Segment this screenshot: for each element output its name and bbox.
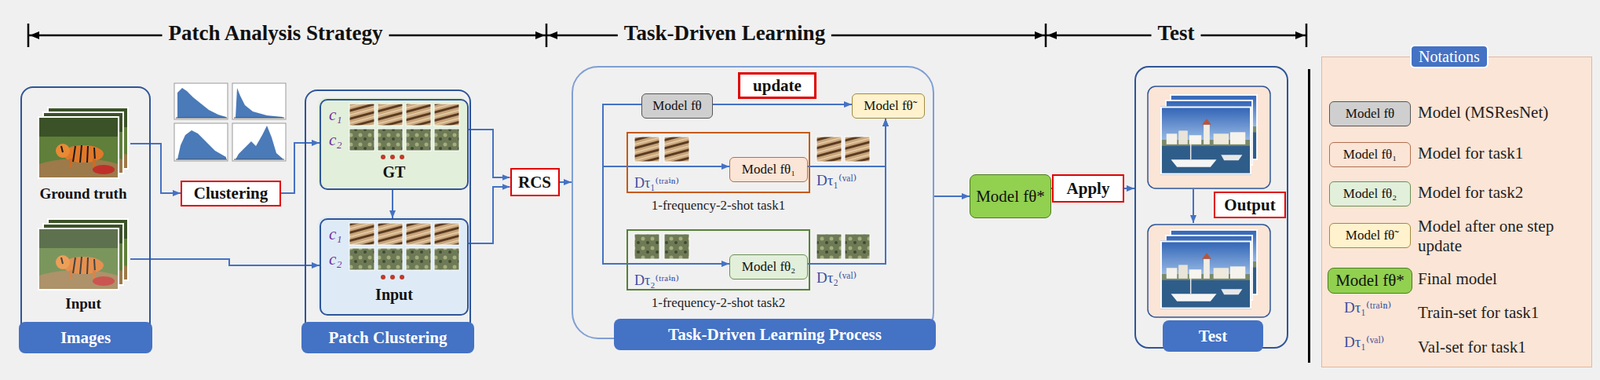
group-box: Patch Clusteringc₁c₂GTc₁c₂Input	[304, 89, 472, 349]
cluster-label: c₁	[328, 224, 343, 245]
notation-text: Model for task1	[1417, 143, 1524, 164]
node-label: Model fθ*	[1335, 270, 1405, 291]
cluster-label: c₂	[328, 130, 343, 150]
cluster-box: c₁ c₂ GT	[319, 98, 469, 190]
model-box: Model fθ*	[1327, 267, 1413, 294]
notation-text: Final model	[1417, 269, 1498, 289]
step-box: Output	[1213, 191, 1286, 219]
model-box: Model fθ̃	[851, 93, 925, 119]
set-label: Dτ₂⁽ᵗʳᵃⁱⁿ⁾	[634, 271, 680, 289]
image-stack: Input	[36, 213, 131, 316]
box-title: GT	[321, 163, 468, 182]
step-box: Clustering	[180, 180, 282, 207]
node-label: Model fθ	[1345, 105, 1395, 122]
section-header: Task-Driven Learning	[617, 21, 832, 46]
connector	[468, 129, 511, 178]
set-label: Dτ₂⁽ᵛᵃˡ⁾	[816, 268, 857, 287]
connector	[1124, 187, 1135, 190]
set-label: Dτ₁⁽ᵗʳᵃⁱⁿ⁾	[634, 174, 680, 192]
task-box: Dτ₂⁽ᵗʳᵃⁱⁿ⁾1-frequency-2-shot task2Model …	[626, 229, 811, 291]
model-box: Model fθ̃	[1329, 222, 1411, 249]
cluster-label: c₁	[328, 105, 343, 125]
connector	[391, 189, 394, 219]
model-box: Model fθ₂	[729, 254, 808, 280]
model-box: Model fθ₂	[1329, 181, 1411, 207]
connector	[807, 118, 886, 264]
node-label: Model fθ	[652, 98, 702, 114]
notation-text: Model (MSResNet)	[1417, 102, 1549, 123]
notation-text: Model after one step update	[1417, 216, 1587, 256]
notation-symbol: Dτ₁⁽ᵗʳᵃⁱⁿ⁾	[1344, 298, 1392, 317]
node-label: Model fθ₁	[741, 161, 796, 178]
connector	[130, 143, 181, 194]
connector	[602, 104, 730, 264]
task-label: 1-frequency-2-shot task2	[612, 295, 825, 311]
task-box: Dτ₁⁽ᵗʳᵃⁱⁿ⁾1-frequency-2-shot task1Model …	[626, 131, 811, 194]
band-label: Test	[1162, 320, 1264, 352]
model-box: Model fθ₁	[1329, 142, 1411, 168]
model-box: Model fθ₁	[729, 157, 808, 183]
node-label: Apply	[1066, 178, 1111, 199]
band-label: Task-Driven Learning Process	[613, 318, 936, 351]
cluster-box: c₁ c₂ Input	[319, 218, 469, 316]
node-label: Model fθ₁	[1343, 146, 1397, 163]
group-box: ImagesGround truthInput	[20, 86, 151, 349]
step-box: update	[737, 72, 817, 99]
node-label: Output	[1223, 195, 1275, 216]
set-label: Dτ₁⁽ᵛᵃˡ⁾	[816, 171, 857, 190]
connector	[934, 195, 970, 198]
node-label: Model fθ₂	[1343, 186, 1397, 202]
image-label: Input	[25, 295, 142, 313]
node-label: Model fθ̃	[863, 98, 913, 114]
step-box: RCS	[510, 168, 560, 197]
notation-text: Model for task2	[1417, 182, 1524, 203]
node-label: RCS	[518, 172, 552, 193]
connector	[712, 103, 852, 106]
connector	[468, 186, 511, 244]
connector	[807, 118, 886, 167]
section-header: Test	[1150, 21, 1201, 46]
model-box: Model fθ	[1329, 101, 1411, 127]
group-box: Task-Driven Learning ProcessupdateModel …	[571, 65, 935, 340]
model-box: Model fθ	[641, 93, 713, 119]
node-label: Model fθ₂	[741, 259, 796, 275]
node-label: Model fθ*	[975, 186, 1045, 207]
connector	[281, 142, 320, 194]
group-box: Test Output	[1134, 65, 1289, 349]
box-title: Input	[321, 285, 468, 304]
model-box: Model fθ*	[969, 174, 1052, 219]
connector	[130, 259, 320, 266]
notation-text: Val-set for task1	[1417, 337, 1527, 358]
band-label: Images	[18, 321, 153, 354]
step-box: Apply	[1052, 174, 1125, 203]
task-label: 1-frequency-2-shot task1	[612, 197, 825, 214]
node-label: Clustering	[193, 183, 269, 204]
image-stack: Ground truth	[36, 102, 131, 205]
notation-text: Train-set for task1	[1417, 303, 1539, 323]
cluster-label: c₂	[328, 249, 343, 270]
section-header: Patch Analysis Strategy	[162, 21, 390, 46]
connector	[559, 181, 573, 183]
notation-symbol: Dτ₁⁽ᵛᵃˡ⁾	[1344, 332, 1385, 351]
node-label: Model fθ̃	[1345, 227, 1395, 244]
panel-title: Notations	[1410, 44, 1489, 69]
node-label: update	[752, 76, 802, 96]
band-label: Patch Clustering	[301, 321, 475, 354]
image-label: Ground truth	[25, 185, 142, 203]
